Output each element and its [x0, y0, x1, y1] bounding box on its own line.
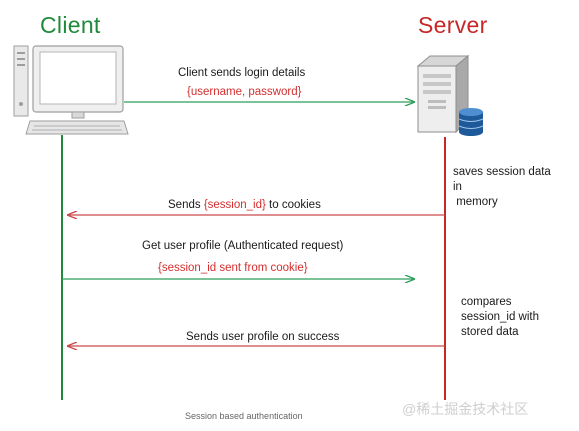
note-save-session: saves session data in memory — [453, 165, 551, 210]
message-session-label: Sends {session_id} to cookies — [168, 199, 321, 211]
message-profile-request-label: Get user profile (Authenticated request) — [142, 240, 344, 252]
message-session-prefix: Sends — [168, 199, 204, 211]
message-login-payload: {username, password} — [187, 86, 302, 98]
note-compare-session: compares session_id with stored data — [461, 295, 539, 340]
note-compare-line: stored data — [461, 326, 519, 338]
message-profile-response-label: Sends user profile on success — [186, 331, 340, 343]
message-session-suffix: to cookies — [265, 199, 321, 211]
diagram-caption: Session based authentication — [185, 411, 303, 421]
server-database-icon — [416, 54, 484, 136]
message-session-highlight: {session_id} — [203, 199, 266, 211]
message-profile-request-payload: {session_id sent from cookie} — [158, 262, 308, 274]
note-save-line: saves session data — [453, 166, 551, 178]
desktop-computer-icon — [13, 45, 129, 135]
client-title: Client — [40, 12, 101, 38]
message-login-label: Client sends login details — [178, 67, 306, 79]
note-compare-line: compares — [461, 296, 512, 308]
note-save-line: memory — [453, 196, 498, 208]
server-title: Server — [418, 12, 488, 38]
note-compare-line: session_id with — [461, 311, 539, 323]
watermark: @稀土掘金技术社区 — [402, 401, 529, 417]
note-save-line: in — [453, 181, 462, 193]
